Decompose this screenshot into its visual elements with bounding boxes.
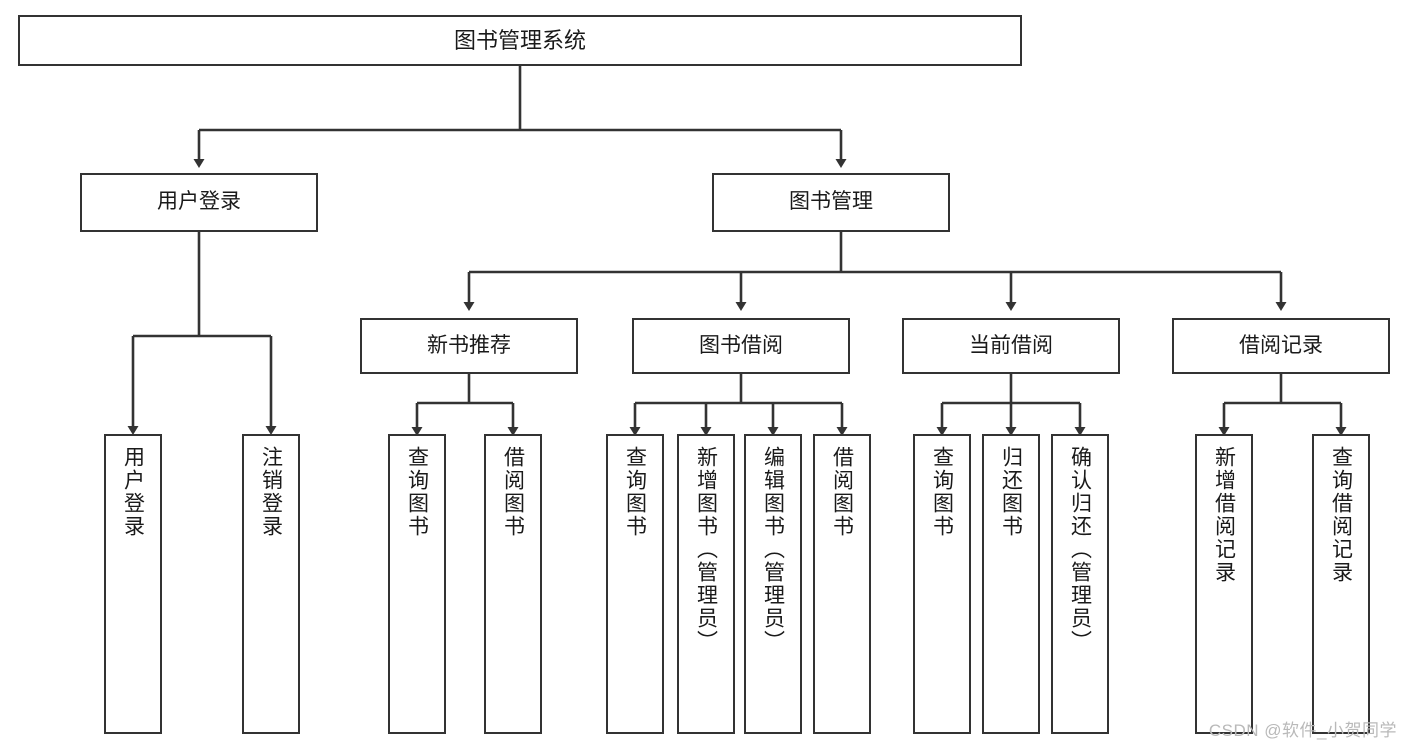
leaf-borrow-record-2-label: 查询借阅记录 — [1329, 446, 1353, 584]
node-user-login-label: 用户登录 — [157, 190, 241, 214]
leaf-current-borrow-2[interactable]: 归还图书 — [982, 434, 1040, 734]
leaf-book-borrow-1-label: 查询图书 — [623, 446, 647, 538]
leaf-user-login-2-label: 注销登录 — [259, 446, 283, 538]
leaf-new-book-recommend-2-label: 借阅图书 — [501, 446, 525, 538]
leaf-new-book-recommend-1[interactable]: 查询图书 — [388, 434, 446, 734]
leaf-borrow-record-2[interactable]: 查询借阅记录 — [1312, 434, 1370, 734]
node-current-borrow[interactable]: 当前借阅 — [902, 318, 1120, 374]
leaf-current-borrow-1[interactable]: 查询图书 — [913, 434, 971, 734]
leaf-current-borrow-2-label: 归还图书 — [999, 446, 1023, 538]
node-borrow-record-label: 借阅记录 — [1239, 333, 1323, 357]
leaf-new-book-recommend-1-label: 查询图书 — [405, 446, 429, 538]
leaf-new-book-recommend-2[interactable]: 借阅图书 — [484, 434, 542, 734]
node-book-management[interactable]: 图书管理 — [712, 173, 950, 232]
leaf-book-borrow-1[interactable]: 查询图书 — [606, 434, 664, 734]
node-book-management-label: 图书管理 — [789, 190, 873, 214]
node-borrow-record[interactable]: 借阅记录 — [1172, 318, 1390, 374]
node-user-login[interactable]: 用户登录 — [80, 173, 318, 232]
leaf-book-borrow-4[interactable]: 借阅图书 — [813, 434, 871, 734]
leaf-book-borrow-2-label: 新增图书（管理员） — [694, 446, 718, 653]
leaf-user-login-1[interactable]: 用户登录 — [104, 434, 162, 734]
leaf-current-borrow-3[interactable]: 确认归还（管理员） — [1051, 434, 1109, 734]
node-current-borrow-label: 当前借阅 — [969, 333, 1053, 357]
leaf-book-borrow-3-label: 编辑图书（管理员） — [761, 446, 785, 653]
node-book-borrow[interactable]: 图书借阅 — [632, 318, 850, 374]
leaf-book-borrow-3[interactable]: 编辑图书（管理员） — [744, 434, 802, 734]
node-root[interactable]: 图书管理系统 — [18, 15, 1022, 66]
leaf-book-borrow-4-label: 借阅图书 — [830, 446, 854, 538]
watermark: CSDN @软件_小贺同学 — [1208, 721, 1397, 740]
node-new-book-recommend-label: 新书推荐 — [427, 333, 511, 357]
leaf-borrow-record-1[interactable]: 新增借阅记录 — [1195, 434, 1253, 734]
leaf-borrow-record-1-label: 新增借阅记录 — [1212, 446, 1236, 584]
node-book-borrow-label: 图书借阅 — [699, 333, 783, 357]
node-new-book-recommend[interactable]: 新书推荐 — [360, 318, 578, 374]
leaf-current-borrow-3-label: 确认归还（管理员） — [1068, 446, 1092, 653]
leaf-book-borrow-2[interactable]: 新增图书（管理员） — [677, 434, 735, 734]
leaf-user-login-2[interactable]: 注销登录 — [242, 434, 300, 734]
leaf-current-borrow-1-label: 查询图书 — [930, 446, 954, 538]
leaf-user-login-1-label: 用户登录 — [121, 446, 145, 538]
node-root-label: 图书管理系统 — [453, 27, 586, 53]
